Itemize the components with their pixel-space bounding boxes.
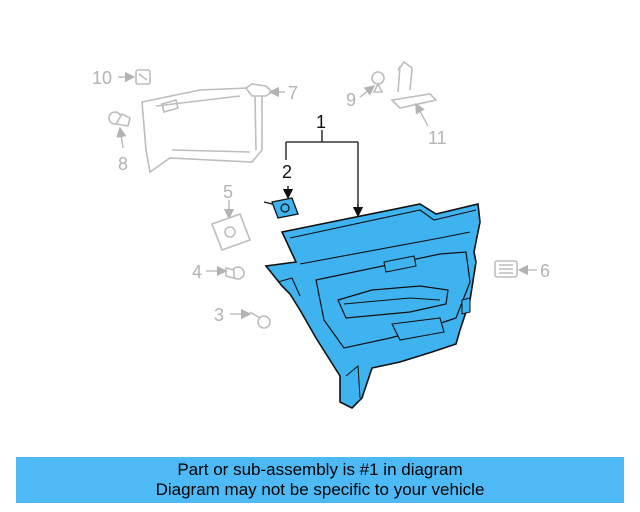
callout-6: 6 <box>540 261 550 281</box>
callout-2: 2 <box>282 162 292 182</box>
upper-quarter-trim <box>141 87 263 174</box>
callout-11: 11 <box>428 128 447 148</box>
caption-line-1: Part or sub-assembly is #1 in diagram <box>177 460 463 479</box>
clip-part-2 <box>263 197 299 219</box>
bracket-part-5 <box>210 212 252 252</box>
parts-diagram: 10 7 8 9 11 5 4 3 6 1 2 <box>92 60 550 409</box>
callout-1: 1 <box>316 112 326 132</box>
callout-8: 8 <box>118 154 128 174</box>
caption-line-2: Diagram may not be specific to your vehi… <box>155 480 485 499</box>
callout-9: 9 <box>346 90 356 110</box>
screw-part-3 <box>249 311 271 329</box>
vent-part-6 <box>494 260 518 278</box>
callout-7: 7 <box>288 83 298 103</box>
hook-part-11 <box>390 60 438 109</box>
clip-part-9 <box>371 71 385 93</box>
clip-part-10 <box>135 69 151 85</box>
leader-lines <box>116 71 537 320</box>
callout-4: 4 <box>192 262 202 282</box>
quarter-trim-panel-part-1 <box>264 203 481 409</box>
callout-3: 3 <box>214 305 224 325</box>
diagram-caption-bar: Part or sub-assembly is #1 in diagram Di… <box>16 457 624 503</box>
callout-10: 10 <box>92 68 112 88</box>
retainer-part-7 <box>244 83 274 97</box>
clip-part-4 <box>225 266 245 280</box>
push-pin-part-8 <box>108 111 131 127</box>
callout-5: 5 <box>223 182 233 202</box>
